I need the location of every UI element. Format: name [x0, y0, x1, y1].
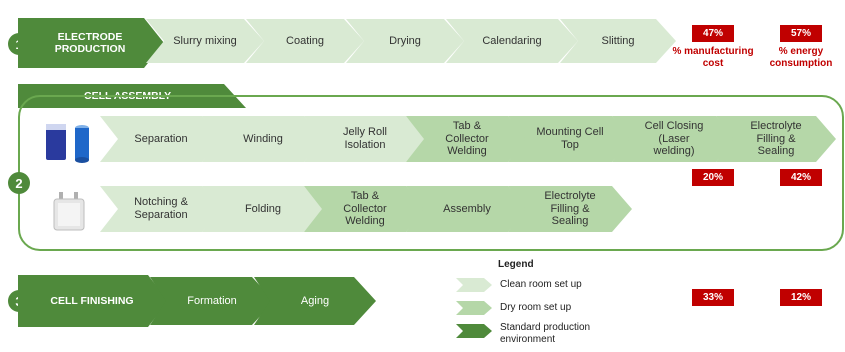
legend-swatch-clean-room: [456, 278, 492, 292]
step-electrolyte-filling-sealing-cylindrical: Electrolyte Filling & Sealing: [716, 116, 836, 162]
manufacturing-cost-badge-finishing: 33%: [692, 289, 734, 306]
step-folding: Folding: [202, 186, 324, 232]
pouch-cell-icon: [53, 192, 85, 231]
manufacturing-cost-badge-electrode: 47%: [692, 25, 734, 42]
step-drying: Drying: [346, 19, 464, 63]
step-assembly: Assembly: [406, 186, 528, 232]
cell-finishing-header: CELL FINISHING: [18, 275, 168, 327]
manufacturing-cost-badge-assembly: 20%: [692, 169, 734, 186]
legend-label-standard: Standard production environment: [500, 322, 591, 345]
step-separation: Separation: [100, 116, 222, 162]
step-electrolyte-filling-sealing-pouch: Electrolyte Filling & Sealing: [508, 186, 632, 232]
legend-swatch-dry-room: [456, 301, 492, 315]
step-coating: Coating: [246, 19, 364, 63]
step-slitting: Slitting: [560, 19, 676, 63]
step-mounting-cell-top: Mounting Cell Top: [508, 116, 632, 162]
energy-consumption-badge-electrode: 57%: [780, 25, 822, 42]
step-calendaring: Calendaring: [446, 19, 578, 63]
step-slurry-mixing: Slurry mixing: [146, 19, 264, 63]
electrode-production-header: ELECTRODE PRODUCTION: [18, 18, 164, 68]
step-number-2: 2: [8, 172, 30, 194]
step-tab-collector-welding-pouch: Tab & Collector Welding: [304, 186, 426, 232]
manufacturing-cost-label: % manufacturing cost: [672, 46, 754, 69]
energy-consumption-badge-finishing: 12%: [780, 289, 822, 306]
step-aging: Aging: [254, 277, 376, 325]
step-formation: Formation: [150, 277, 274, 325]
step-notching-separation: Notching & Separation: [100, 186, 222, 232]
cylindrical-battery-icon: [46, 124, 89, 163]
step-cell-closing: Cell Closing (Laser welding): [612, 116, 736, 162]
legend-swatch-standard: [456, 324, 492, 338]
step-winding: Winding: [202, 116, 324, 162]
legend-label-dry-room: Dry room set up: [500, 302, 572, 313]
energy-consumption-label: % energy consumption: [769, 46, 833, 69]
step-tab-collector-welding-cylindrical: Tab & Collector Welding: [406, 116, 528, 162]
legend-label-clean-room: Clean room set up: [500, 279, 582, 290]
legend-title: Legend: [498, 259, 534, 270]
step-jelly-roll-isolation: Jelly Roll Isolation: [304, 116, 426, 162]
energy-consumption-badge-assembly: 42%: [780, 169, 822, 186]
